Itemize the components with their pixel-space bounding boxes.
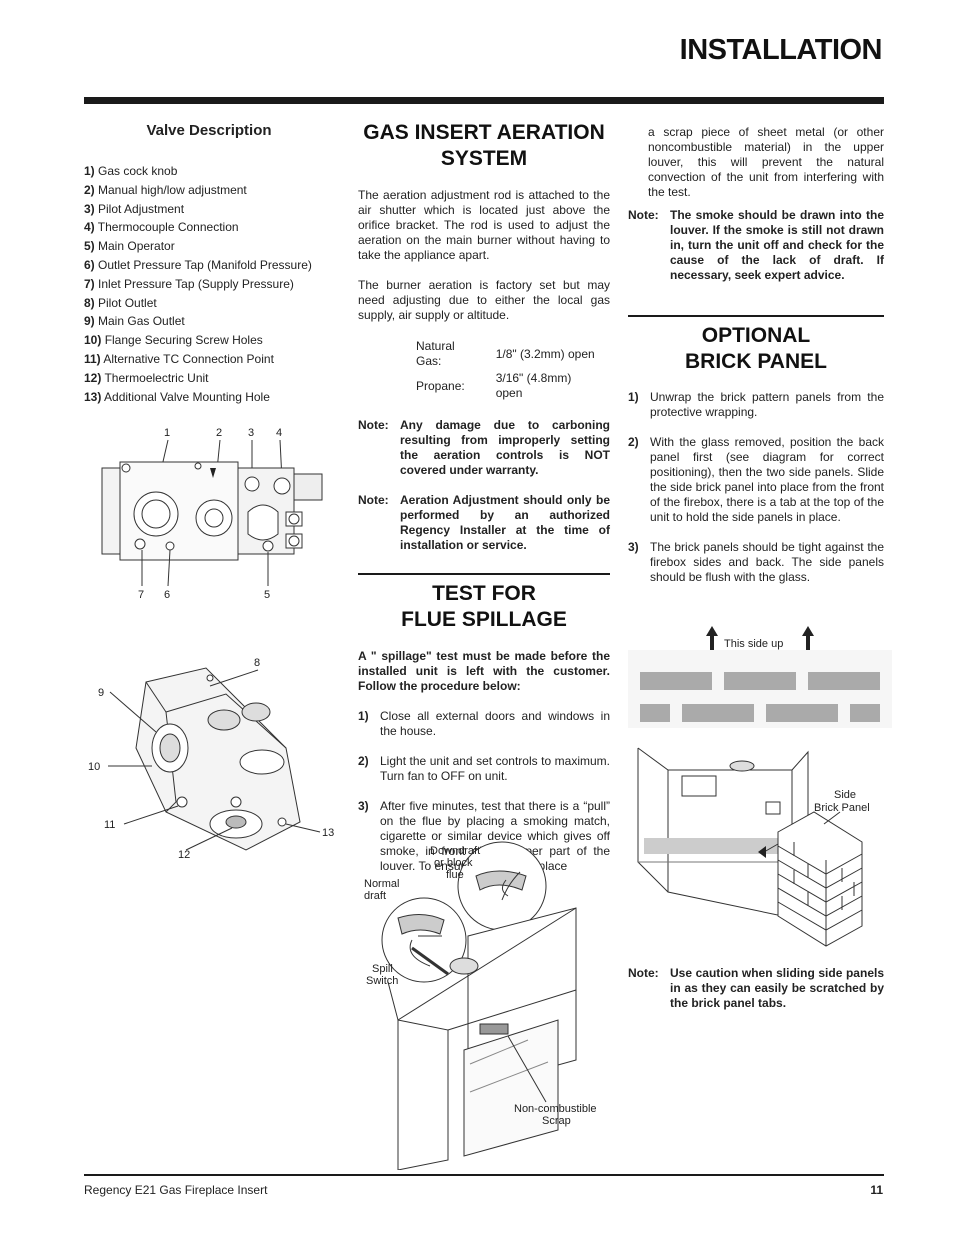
downdraft-label-2: or block <box>434 857 473 869</box>
side-panel-label-1: Side <box>834 789 856 801</box>
callout-5: 5 <box>264 589 270 601</box>
valve-list: 1) Gas cock knob 2) Manual high/low adjus… <box>84 162 334 406</box>
smoke-note: Note: The smoke should be drawn into the… <box>628 208 884 282</box>
valve-list-item: 7) Inlet Pressure Tap (Supply Pressure) <box>84 276 294 291</box>
installer-note: Note: Aeration Adjustment should only be… <box>358 493 610 552</box>
valve-list-item: 13) Additional Valve Mounting Hole <box>84 389 270 404</box>
callout-2: 2 <box>216 427 222 439</box>
valve-list-item: 4) Thermocouple Connection <box>84 220 239 235</box>
brick-column: a scrap piece of sheet metal (or other n… <box>628 120 884 585</box>
footer-rule <box>84 1174 884 1176</box>
normal-draft-label-2: draft <box>364 890 386 902</box>
list-item: 3)The brick panels should be tight again… <box>628 540 884 584</box>
table-row: Natural Gas: 1/8" (3.2mm) open <box>416 339 595 368</box>
continued-paragraph: a scrap piece of sheet metal (or other n… <box>648 125 884 199</box>
aeration-title: GAS INSERT AERATION SYSTEM <box>363 121 605 170</box>
section-divider <box>628 315 884 317</box>
valve-list-item: 6) Outlet Pressure Tap (Manifold Pressur… <box>84 257 312 272</box>
callout-8: 8 <box>254 657 260 669</box>
downdraft-label-3: flue <box>446 869 464 881</box>
spillage-intro: A " spillage" test must be made before t… <box>358 649 610 693</box>
downdraft-label-1: Downdraft <box>430 845 480 857</box>
scratch-note: Note: Use caution when sliding side pane… <box>628 966 884 1010</box>
warranty-note: Note: Any damage due to carboning result… <box>358 418 610 477</box>
list-item: 2)With the glass removed, position the b… <box>628 435 884 524</box>
valve-heading: Valve Description <box>146 122 272 139</box>
list-item: 2)Light the unit and set controls to max… <box>358 754 610 783</box>
brick-steps: 1)Unwrap the brick pattern panels from t… <box>628 390 884 585</box>
aeration-column: GAS INSERT AERATION SYSTEM The aeration … <box>358 120 610 872</box>
valve-list-item: 10) Flange Securing Screw Holes <box>84 333 263 348</box>
gas-opening-table: Natural Gas: 1/8" (3.2mm) open Propane: … <box>414 337 610 403</box>
valve-list-item: 11) Alternative TC Connection Point <box>84 351 274 366</box>
valve-list-item: 5) Main Operator <box>84 239 175 254</box>
aeration-paragraph-1: The aeration adjustment rod is attached … <box>358 188 610 262</box>
scrap-label-1: Non-combustible <box>514 1103 597 1115</box>
callout-7: 7 <box>138 589 144 601</box>
aeration-paragraph-2: The burner aeration is factory set but m… <box>358 278 610 322</box>
valve-column: Valve Description 1) Gas cock knob 2) Man… <box>84 120 334 406</box>
callout-1: 1 <box>164 427 170 439</box>
list-item: 1)Close all external doors and windows i… <box>358 709 610 738</box>
callout-9: 9 <box>98 687 104 699</box>
table-row: Propane: 3/16" (4.8mm) open <box>416 371 572 400</box>
callout-4: 4 <box>276 427 282 439</box>
callout-10: 10 <box>88 761 100 773</box>
scrap-label-2: Scrap <box>542 1115 571 1127</box>
page-title: INSTALLATION <box>679 34 883 66</box>
top-rule <box>84 97 884 104</box>
scratch-note-wrap: Note: Use caution when sliding side pane… <box>628 966 884 1011</box>
spillage-title: TEST FOR FLUE SPILLAGE <box>401 582 567 631</box>
valve-list-item: 1) Gas cock knob <box>84 164 178 178</box>
brick-pattern-diagram: This side up <box>628 626 892 728</box>
spillage-diagram: Downdraft or block flue Normal draft Spi… <box>364 841 597 1170</box>
callout-11: 11 <box>104 819 115 831</box>
valve-list-item: 2) Manual high/low adjustment <box>84 182 247 197</box>
brick-panel-title: OPTIONAL BRICK PANEL <box>685 324 827 373</box>
valve-list-item: 3) Pilot Adjustment <box>84 201 185 216</box>
list-item: 1)Unwrap the brick pattern panels from t… <box>628 390 884 419</box>
callout-6: 6 <box>164 589 170 601</box>
page-number: 11 <box>870 1183 883 1197</box>
valve-list-item: 9) Main Gas Outlet <box>84 314 185 329</box>
callout-12: 12 <box>178 849 190 861</box>
spill-switch-label-1: Spill <box>372 963 393 975</box>
valve-rear-diagram: 8 9 10 11 12 13 <box>88 657 334 861</box>
spill-switch-label-2: Switch <box>366 975 398 987</box>
normal-draft-label-1: Normal <box>364 878 399 890</box>
valve-list-item: 8) Pilot Outlet <box>84 295 157 310</box>
valve-front-diagram: 1 2 3 4 7 6 5 <box>101 427 323 601</box>
callout-13: 13 <box>322 827 334 839</box>
section-divider <box>358 573 610 575</box>
side-panel-diagram: Side Brick Panel <box>637 747 870 947</box>
footer-title: Regency E21 Gas Fireplace Insert <box>84 1183 268 1197</box>
side-panel-label-2: Brick Panel <box>814 802 870 814</box>
valve-list-item: 12) Thermoelectric Unit <box>84 370 209 385</box>
this-side-up-label: This side up <box>724 638 783 650</box>
callout-3: 3 <box>248 427 254 439</box>
